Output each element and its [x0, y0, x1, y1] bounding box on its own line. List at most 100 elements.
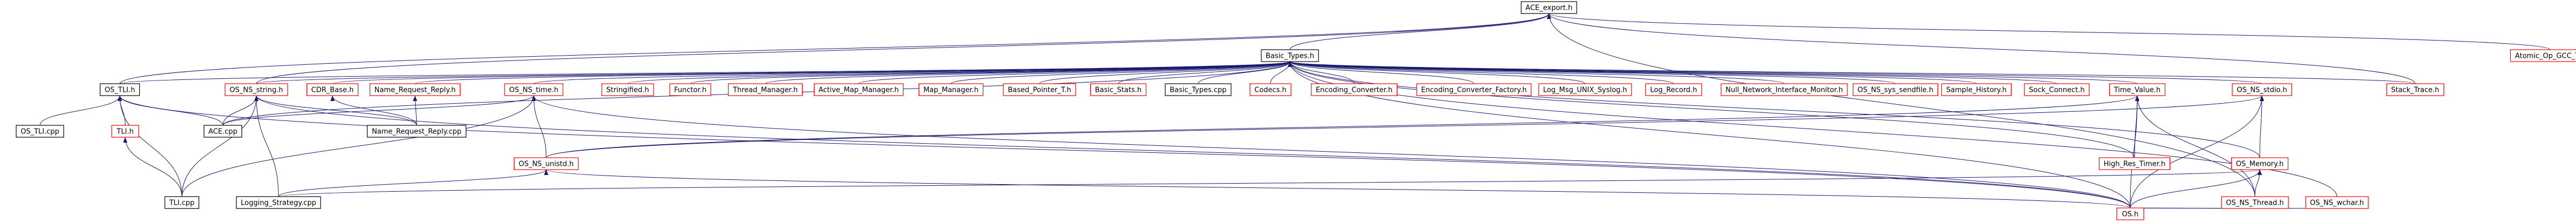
- node-box-stringified: [601, 83, 654, 96]
- node-box-atomic-op: [2510, 49, 2576, 62]
- node-label-null-network: Null_Network_Interface_Monitor.h: [1725, 86, 1843, 95]
- node-basic-types[interactable]: Basic_Types.h: [1261, 49, 1319, 62]
- node-box-time-value: [2109, 83, 2166, 96]
- node-high-res-timer[interactable]: High_Res_Timer.h: [2098, 157, 2171, 170]
- node-os-h[interactable]: OS.h: [2116, 207, 2144, 220]
- node-basic-stats[interactable]: Basic_Stats.h: [1090, 83, 1147, 96]
- node-label-log-msg-unix-syslog: Log_Msg_UNIX_Syslog.h: [1543, 86, 1627, 95]
- edge-os-ns-sys-sendfile-to-basic-types: [1288, 61, 1896, 84]
- node-os-ns-stdio[interactable]: OS_NS_stdio.h: [2232, 83, 2292, 96]
- node-ace-cpp[interactable]: ACE.cpp: [203, 125, 242, 138]
- node-encoding-converter[interactable]: Encoding_Converter.h: [1310, 83, 1398, 96]
- edge-sock-connect-to-basic-types: [1288, 61, 2057, 84]
- node-os-ns-unistd[interactable]: OS_NS_unistd.h: [513, 157, 579, 170]
- node-label-tli-cpp: TLI.cpp: [169, 199, 195, 207]
- node-box-codecs: [1249, 83, 1292, 96]
- node-box-basic-types: [1261, 49, 1319, 62]
- edge-stack-trace-to-basic-types: [1288, 61, 2416, 84]
- node-box-sock-connect: [2024, 83, 2090, 96]
- node-os-tli[interactable]: OS_TLI.h: [99, 83, 140, 96]
- node-label-basic-types: Basic_Types.h: [1266, 52, 1314, 60]
- edge-os-ns-time-to-basic-types: [533, 61, 1292, 84]
- graph-nodes: ACE_export.hAtomic_Op_GCC_T.hBasic_Types…: [16, 1, 2576, 220]
- node-functor[interactable]: Functor.h: [669, 83, 711, 96]
- edge-log-msg-unix-syslog-to-basic-types: [1288, 61, 1586, 84]
- node-name-request-reply-h[interactable]: Name_Request_Reply.h: [369, 83, 461, 96]
- edge-name-request-reply-h-to-basic-types: [414, 61, 1292, 84]
- node-label-os-ns-string: OS_NS_string.h: [229, 86, 283, 95]
- node-os-ns-wchar[interactable]: OS_NS_wchar.h: [2305, 196, 2369, 209]
- node-log-msg-unix-syslog[interactable]: Log_Msg_UNIX_Syslog.h: [1538, 83, 1632, 96]
- node-os-ns-string[interactable]: OS_NS_string.h: [225, 83, 288, 96]
- node-label-thread-manager: Thread_Manager.h: [732, 86, 798, 95]
- node-label-basic-stats: Basic_Stats.h: [1095, 86, 1141, 95]
- node-box-stack-trace: [2386, 83, 2444, 96]
- node-codecs[interactable]: Codecs.h: [1249, 83, 1292, 96]
- node-atomic-op[interactable]: Atomic_Op_GCC_T.h: [2510, 49, 2576, 62]
- node-encoding-converter-factory[interactable]: Encoding_Converter_Factory.h: [1416, 83, 1532, 96]
- node-label-time-value: Time_Value.h: [2113, 86, 2160, 95]
- node-label-stringified: Stringified.h: [606, 86, 649, 95]
- node-map-manager[interactable]: Map_Manager.h: [918, 83, 984, 96]
- edge-os-ns-string-to-ace-export: [256, 13, 1551, 84]
- node-box-log-record: [1645, 83, 1702, 96]
- node-label-os-memory: OS_Memory.h: [2236, 160, 2283, 169]
- node-name-request-reply-cpp[interactable]: Name_Request_Reply.cpp: [366, 125, 467, 138]
- node-based-pointer[interactable]: Based_Pointer_T.h: [1003, 83, 1076, 96]
- node-time-value[interactable]: Time_Value.h: [2109, 83, 2166, 96]
- node-cdr-base[interactable]: CDR_Base.h: [306, 83, 359, 96]
- node-os-ns-sys-sendfile[interactable]: OS_NS_sys_sendfile.h: [1852, 83, 1939, 96]
- node-logging-strategy[interactable]: Logging_Strategy.cpp: [236, 196, 321, 209]
- node-sample-history[interactable]: Sample_History.h: [1941, 83, 2012, 96]
- node-label-encoding-converter: Encoding_Converter.h: [1316, 86, 1392, 95]
- node-active-map-manager[interactable]: Active_Map_Manager.h: [813, 83, 904, 96]
- node-stack-trace[interactable]: Stack_Trace.h: [2386, 83, 2444, 96]
- node-box-thread-manager: [728, 83, 803, 96]
- node-null-network[interactable]: Null_Network_Interface_Monitor.h: [1721, 83, 1848, 96]
- node-box-map-manager: [918, 83, 984, 96]
- node-label-encoding-converter-factory: Encoding_Converter_Factory.h: [1421, 86, 1527, 95]
- node-label-ace-cpp: ACE.cpp: [208, 128, 237, 136]
- node-label-cdr-base: CDR_Base.h: [311, 86, 354, 95]
- node-box-sample-history: [1941, 83, 2012, 96]
- edge-ace-cpp-to-os-ns-time: [222, 95, 536, 126]
- node-stringified[interactable]: Stringified.h: [601, 83, 654, 96]
- node-os-ns-thread[interactable]: OS_NS_Thread.h: [2221, 196, 2289, 209]
- edge-os-ns-unistd-to-os-ns-time: [532, 95, 547, 158]
- edge-name-request-reply-cpp-to-name-request-reply-h: [413, 95, 418, 126]
- node-box-cdr-base: [306, 83, 359, 96]
- node-basic-types-cpp[interactable]: Basic_Types.cpp: [1165, 83, 1232, 96]
- node-label-os-ns-sys-sendfile: OS_NS_sys_sendfile.h: [1858, 86, 1934, 95]
- edge-cdr-base-to-basic-types: [332, 61, 1292, 84]
- node-label-os-tli-cpp: OS_TLI.cpp: [21, 128, 59, 136]
- edge-os-h-to-os-ns-stdio: [2130, 95, 2264, 208]
- node-label-name-request-reply-h: Name_Request_Reply.h: [375, 86, 456, 95]
- edge-logging-strategy-to-os-ns-string: [254, 95, 279, 197]
- node-label-map-manager: Map_Manager.h: [923, 86, 978, 95]
- edge-high-res-timer-to-time-value: [2134, 95, 2139, 158]
- node-os-ns-time[interactable]: OS_NS_time.h: [504, 83, 563, 96]
- node-os-tli-cpp[interactable]: OS_TLI.cpp: [16, 125, 64, 138]
- node-box-based-pointer: [1003, 83, 1076, 96]
- node-label-based-pointer: Based_Pointer_T.h: [1008, 86, 1071, 95]
- node-log-record[interactable]: Log_Record.h: [1645, 83, 1702, 96]
- node-label-basic-types-cpp: Basic_Types.cpp: [1170, 86, 1226, 95]
- edge-os-tli-cpp-to-os-tli: [39, 95, 122, 126]
- node-ace-export[interactable]: ACE_export.h: [1520, 1, 1578, 14]
- node-box-os-memory: [2231, 157, 2289, 170]
- node-thread-manager[interactable]: Thread_Manager.h: [728, 83, 803, 96]
- edge-os-ns-stdio-to-basic-types: [1288, 61, 2262, 84]
- edge-null-network-to-basic-types: [1288, 61, 1785, 84]
- node-os-memory[interactable]: OS_Memory.h: [2231, 157, 2289, 170]
- edge-ace-cpp-to-os-ns-string: [222, 95, 259, 126]
- node-tli-cpp[interactable]: TLI.cpp: [164, 196, 200, 209]
- node-sock-connect[interactable]: Sock_Connect.h: [2024, 83, 2090, 96]
- node-box-ace-export: [1520, 1, 1578, 14]
- node-box-os-tli: [99, 83, 140, 96]
- node-box-os-ns-sys-sendfile: [1852, 83, 1939, 96]
- node-tli-h[interactable]: TLI.h: [111, 125, 139, 138]
- edge-atomic-op-to-ace-export: [1547, 13, 2551, 50]
- node-label-sample-history: Sample_History.h: [1946, 86, 2007, 95]
- edge-based-pointer-to-basic-types: [1039, 61, 1292, 84]
